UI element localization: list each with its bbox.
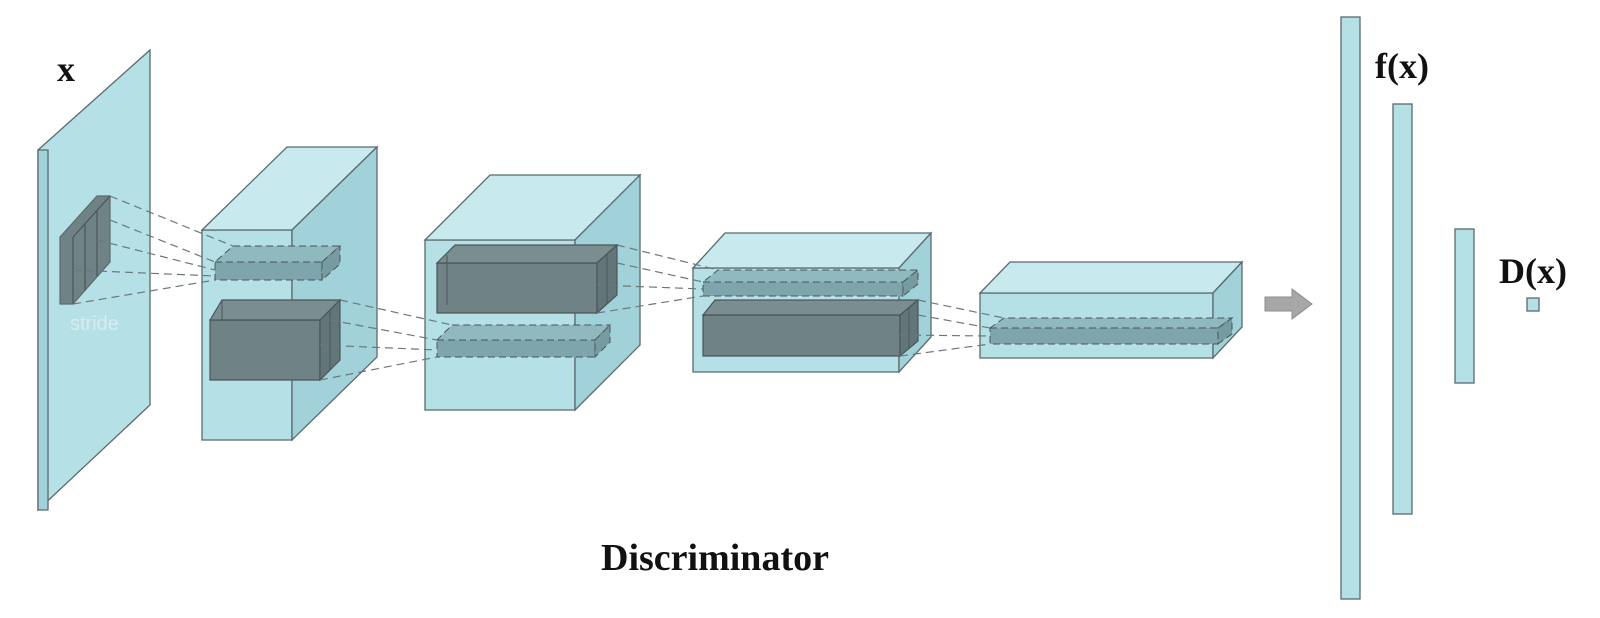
block3-receptive-patch [701,268,920,298]
block4-receptive-patch [988,317,1234,345]
block1-receptive-patch [213,244,342,282]
dashed-connectors [72,195,1005,381]
block3-kernel [701,298,920,358]
conv-block-1 [200,145,379,442]
fc-layers [1340,16,1540,600]
input-kernel [59,195,111,305]
fc-bar-3 [1454,228,1475,384]
output-label: D(x) [1499,251,1567,291]
block1-kernel [208,298,342,382]
svg-text:stride: stride [70,313,119,335]
block2-receptive-patch [435,323,612,359]
fc-bar-2 [1392,103,1413,515]
block2-kernel [435,243,619,315]
output-node [1526,297,1540,312]
flow-arrow-icon [1264,288,1313,320]
diagram-caption: Discriminator [601,537,829,579]
input-label: x [57,49,75,89]
fc-bar-1 [1340,16,1361,600]
feature-label: f(x) [1375,46,1429,86]
